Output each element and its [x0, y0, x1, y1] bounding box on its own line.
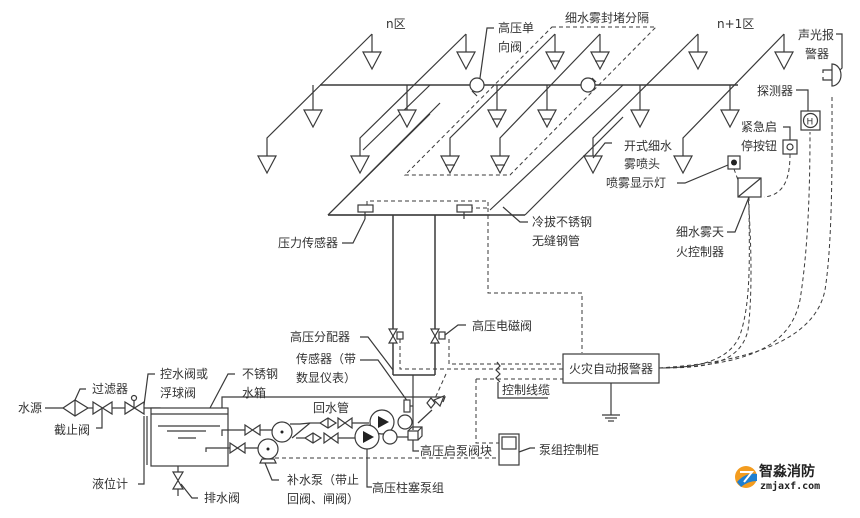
check-valve-2 [580, 77, 597, 93]
pipe-material-label-1: 冷拔不锈钢 [532, 214, 592, 229]
fire-alarm-panel-label: 火灾自动报警器 [569, 361, 653, 376]
open-nozzle-label-2: 雾喷头 [624, 157, 660, 171]
nozzle [583, 155, 603, 175]
makeup-pump-label-2: 回阀、闸阀） [287, 492, 359, 506]
spray-light-label: 喷雾显示灯 [606, 176, 666, 190]
lower-manifold [327, 102, 624, 216]
control-cable-label: 控制线缆 [502, 383, 550, 397]
header-drops [312, 85, 731, 110]
check-valve-label-1: 高压单 [498, 20, 534, 35]
pressure-gauge-sensor [403, 399, 413, 413]
nozzle [350, 155, 370, 175]
pump-valve-block-label: 高压启泵阀块 [420, 443, 492, 458]
sensor-gauge-label-1: 传感器（带 [296, 351, 356, 366]
level-gauge [138, 416, 148, 485]
pump-control-cabinet [498, 433, 520, 466]
drain-valve-label: 排水阀 [204, 491, 240, 505]
plunger-pump-1 [369, 409, 413, 435]
tank-label-2: 水箱 [242, 385, 266, 400]
nozzle [257, 155, 277, 175]
watermark-url: zmjaxf.com [760, 480, 820, 492]
alarm-label-2: 警器 [805, 46, 829, 61]
controller-label-1: 细水雾天 [676, 225, 724, 239]
pressure-sensor-label: 压力传感器 [278, 235, 338, 250]
audible-visual-alarm [822, 63, 842, 87]
sensor-gauge-label-2: 数显仪表） [296, 370, 356, 385]
fire-alarm-panel [562, 353, 660, 422]
return-pipe-label: 回水管 [313, 400, 349, 415]
open-mist-nozzles [257, 51, 794, 175]
nozzle [630, 109, 650, 129]
water-source-label: 水源 [18, 401, 42, 415]
alarm-signal-lines [658, 94, 833, 369]
zone-n-plus-1-label: n+1区 [717, 17, 754, 31]
plunger-pump-2 [354, 424, 398, 450]
float-valve-label-2: 浮球阀 [160, 386, 196, 400]
nozzle [774, 51, 794, 71]
relief-valve [417, 394, 446, 424]
makeup-pump-1 [271, 421, 293, 443]
tank-label-1: 不锈钢 [242, 367, 278, 381]
interconnect-valve-2 [323, 431, 339, 445]
filter-label: 过滤器 [92, 382, 128, 396]
interconnect-strainer-2 [303, 432, 323, 444]
interconnect-strainer-1 [318, 417, 338, 429]
pump-cabinet-label: 泵组控制柜 [539, 443, 599, 457]
spray-indicator-light [727, 155, 741, 170]
nozzle [456, 51, 476, 71]
open-nozzle-label-1: 开式细水 [624, 139, 672, 153]
pipe-material-label-2: 无缝钢管 [532, 233, 580, 248]
pressure-sensor-1 [357, 204, 374, 219]
fire-partition-label: 细水雾封堵分隔 [565, 11, 649, 25]
level-gauge-label: 液位计 [92, 476, 128, 491]
emergency-button-label-2: 停按钮 [741, 138, 777, 153]
suction-valve-1 [244, 423, 261, 437]
nozzle [673, 155, 693, 175]
suction-valve-2 [229, 441, 246, 455]
solenoid-valve-2 [429, 328, 446, 344]
emergency-button-label-1: 紧急启 [741, 119, 777, 134]
nozzle [720, 109, 740, 129]
fire-partition-boundary [403, 26, 658, 176]
alarm-label-1: 声光报 [798, 27, 834, 42]
detector-symbol: H [807, 118, 814, 128]
solenoid-valve-label: 高压电磁阀 [472, 318, 532, 333]
check-valve-1 [469, 77, 485, 97]
float-valve [124, 394, 145, 416]
plunger-pump-label: 高压柱塞泵组 [372, 480, 444, 495]
pump-valve-block [407, 426, 423, 441]
interconnect-valve-1 [337, 416, 353, 430]
emergency-stop-button [782, 139, 798, 155]
riser-pipes [392, 215, 436, 430]
detector-label: 探测器 [757, 84, 793, 98]
top-drops [371, 34, 785, 52]
nozzle [688, 51, 708, 71]
zone-n-label: n区 [386, 17, 406, 31]
check-valve-label-2: 向阀 [498, 39, 522, 54]
stainless-water-tank [150, 407, 229, 467]
distributor-label: 高压分配器 [290, 329, 350, 344]
pressure-sensor-2 [456, 204, 473, 219]
nozzle [362, 51, 382, 71]
nozzle [303, 109, 323, 129]
control-cables [268, 208, 583, 459]
nozzle [397, 109, 417, 129]
makeup-pump-label-1: 补水泵（带止 [287, 473, 359, 487]
watermark-logo: 智淼消防 zmjaxf.com [735, 463, 820, 492]
solenoid-valve-1 [387, 328, 404, 344]
controller-label-2: 火控制器 [676, 245, 724, 259]
makeup-pump-2 [257, 438, 279, 464]
watermark-name: 智淼消防 [758, 463, 815, 480]
branch-pipes [266, 33, 785, 216]
detector: H [800, 110, 821, 131]
drain-valve [171, 466, 185, 496]
filter [61, 399, 90, 417]
mist-fire-controller [737, 177, 762, 198]
float-valve-label-1: 控水阀或 [160, 367, 208, 381]
stop-valve-label: 截止阀 [54, 423, 90, 437]
